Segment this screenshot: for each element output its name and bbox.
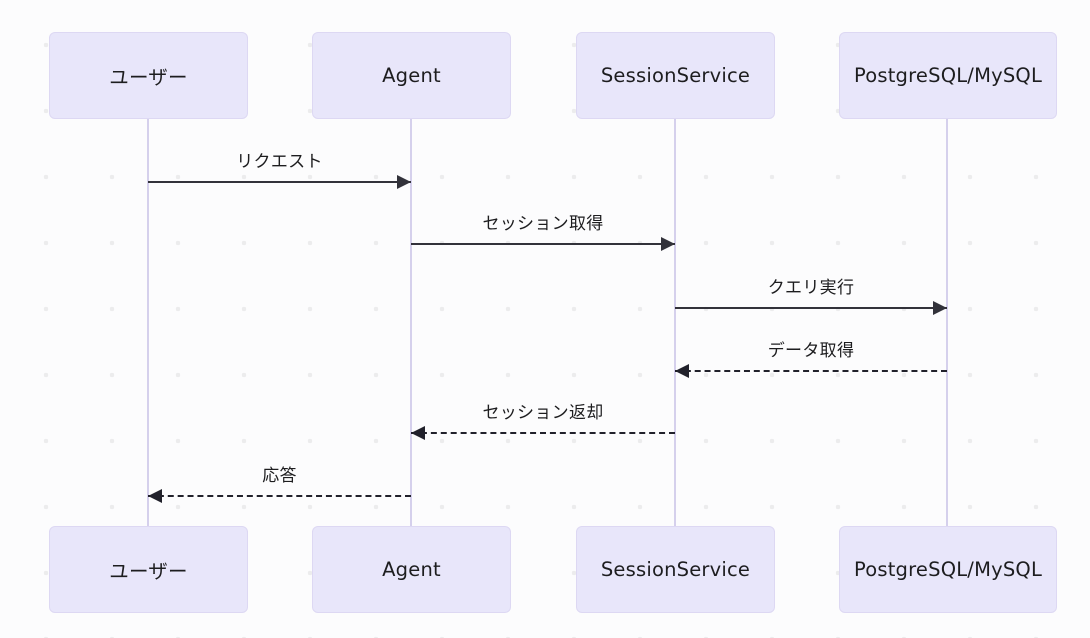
message-label-3: クエリ実行 — [767, 278, 855, 298]
actor-box-top-agent[interactable]: Agent — [312, 32, 511, 119]
message-line-4 — [675, 370, 947, 372]
arrowhead-right-icon-2 — [661, 237, 675, 251]
actor-box-bottom-db[interactable]: PostgreSQL/MySQL — [839, 526, 1057, 613]
message-label-1: リクエスト — [236, 152, 323, 172]
actor-label-session: SessionService — [600, 558, 751, 581]
actor-label-db: PostgreSQL/MySQL — [853, 558, 1043, 581]
arrowhead-left-icon-6 — [148, 489, 162, 503]
arrowhead-right-icon-3 — [933, 301, 947, 315]
message-line-6 — [148, 495, 411, 497]
arrowhead-right-icon-1 — [397, 175, 411, 189]
actor-box-bottom-user[interactable]: ユーザー — [49, 526, 248, 613]
actor-box-top-session[interactable]: SessionService — [576, 32, 775, 119]
arrowhead-left-icon-5 — [411, 426, 425, 440]
message-label-2: セッション取得 — [482, 214, 604, 234]
actor-box-bottom-agent[interactable]: Agent — [312, 526, 511, 613]
actor-label-db: PostgreSQL/MySQL — [853, 64, 1043, 87]
message-line-3 — [675, 307, 947, 309]
actor-label-user: ユーザー — [109, 560, 188, 583]
actor-label-user: ユーザー — [109, 66, 188, 89]
actor-label-agent: Agent — [382, 558, 441, 581]
message-label-5: セッション返却 — [482, 403, 604, 423]
message-line-5 — [411, 432, 675, 434]
actor-box-top-user[interactable]: ユーザー — [49, 32, 248, 119]
arrowhead-left-icon-4 — [675, 364, 689, 378]
actor-label-session: SessionService — [600, 64, 751, 87]
actor-box-bottom-session[interactable]: SessionService — [576, 526, 775, 613]
message-label-6: 応答 — [262, 466, 297, 486]
lifeline-db — [946, 118, 948, 526]
message-line-2 — [411, 243, 675, 245]
actor-label-agent: Agent — [382, 64, 441, 87]
message-line-1 — [148, 181, 411, 183]
lifeline-user — [147, 118, 149, 526]
lifeline-session — [674, 118, 676, 526]
actor-box-top-db[interactable]: PostgreSQL/MySQL — [839, 32, 1057, 119]
message-label-4: データ取得 — [767, 341, 855, 361]
lifeline-agent — [410, 118, 412, 526]
